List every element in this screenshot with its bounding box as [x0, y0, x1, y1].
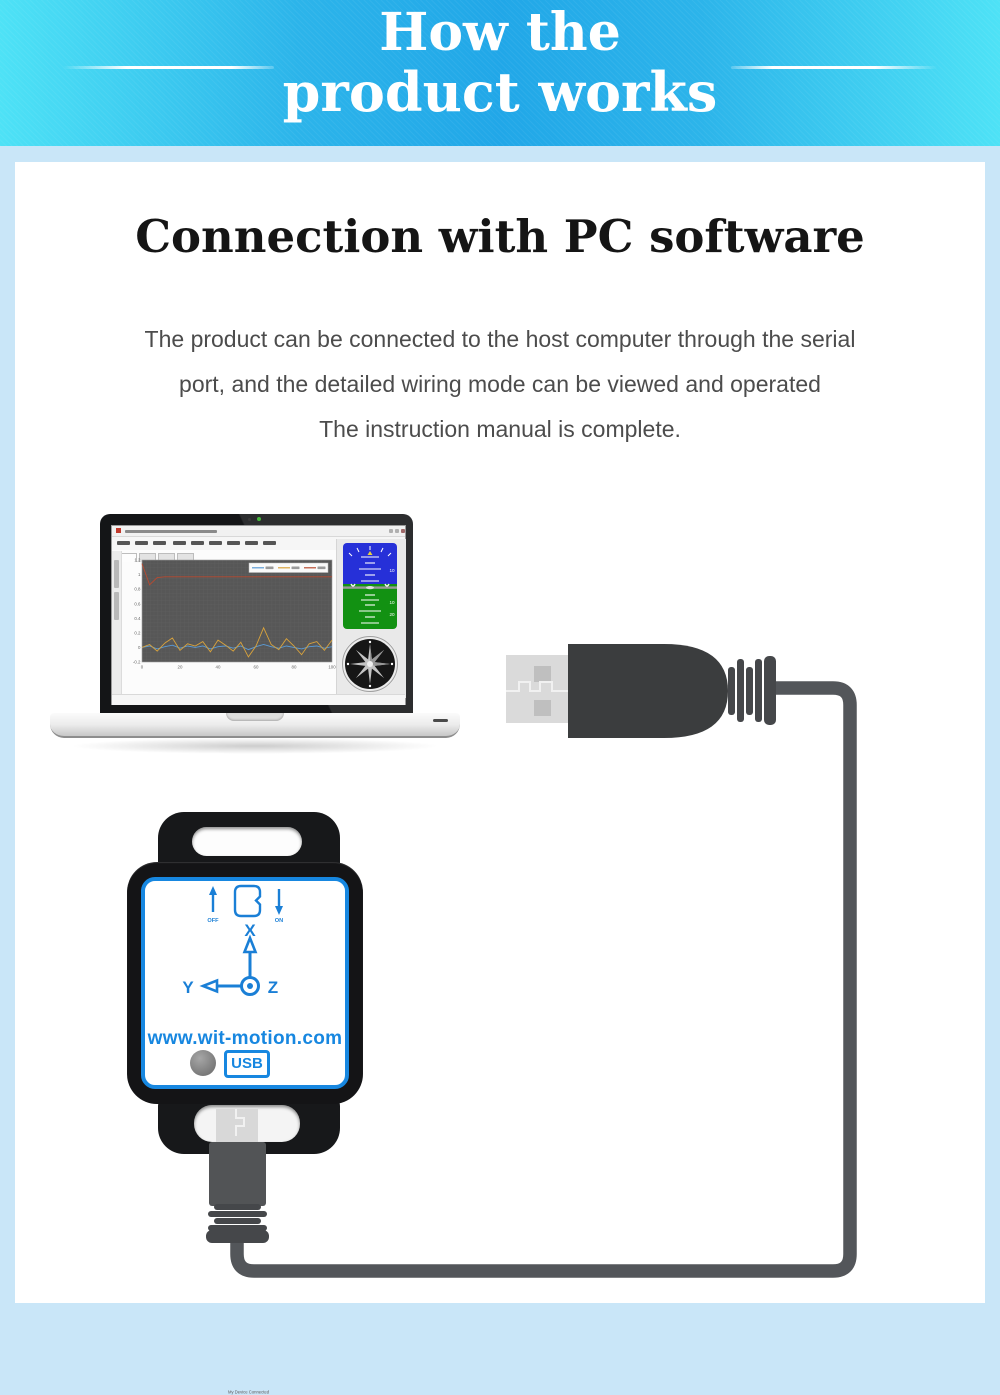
svg-text:-0.2: -0.2: [133, 660, 141, 665]
close-icon: [401, 529, 405, 533]
switch-off-label: OFF: [207, 918, 219, 924]
menu-item-placeholder: [153, 541, 166, 545]
status-bar: My Device Connected: [112, 694, 405, 1395]
maximize-icon: [395, 529, 399, 533]
laptop-shadow: [70, 738, 440, 754]
menu-item-placeholder: [209, 541, 222, 545]
app-icon: [116, 528, 121, 533]
svg-text:1.2: 1.2: [134, 558, 141, 563]
svg-text:40: 40: [216, 665, 221, 670]
laptop-port-dash: [433, 719, 448, 722]
menu-item-placeholder: [245, 541, 258, 545]
svg-text:0.4: 0.4: [134, 616, 141, 621]
svg-text:0.6: 0.6: [134, 601, 141, 606]
axis-z-label: Z: [268, 978, 278, 997]
menu-item-placeholder: [117, 541, 130, 545]
laptop-lid-notch: [226, 713, 284, 721]
intro-paragraph: The product can be connected to the host…: [0, 317, 1000, 452]
intro-line-3: The instruction manual is complete.: [319, 416, 681, 442]
microphone-dot: [248, 518, 251, 521]
menu-item-placeholder: [227, 541, 240, 545]
compass: [341, 635, 399, 693]
window-title-text: [125, 530, 217, 533]
banner-decor-line-right: [731, 66, 937, 69]
minimize-icon: [389, 529, 393, 533]
svg-text:0: 0: [138, 645, 141, 650]
view-tab-placeholder: [158, 553, 175, 562]
svg-text:0.8: 0.8: [134, 587, 141, 592]
status-text: My Device Connected: [228, 1390, 270, 1395]
attitude-indicator: 10 10 20: [343, 543, 397, 629]
view-tab-placeholder: [177, 553, 194, 562]
svg-text:0: 0: [141, 665, 144, 670]
svg-text:60: 60: [254, 665, 259, 670]
window-titlebar: [112, 526, 405, 537]
attitude-label-2: 10: [389, 600, 395, 605]
menu-item-placeholder: [173, 541, 186, 545]
axis-y-label: Y: [182, 978, 194, 997]
svg-text:20: 20: [178, 665, 183, 670]
mount-slot-top: [192, 827, 302, 856]
intro-line-1: The product can be connected to the host…: [144, 326, 856, 352]
menu-item-placeholder: [135, 541, 148, 545]
side-tab-strip: [112, 551, 122, 698]
website-label: www.wit-motion.com: [147, 1028, 343, 1049]
usb-port-label: USB: [224, 1050, 270, 1078]
svg-text:1: 1: [138, 572, 141, 577]
svg-text:0.2: 0.2: [134, 630, 141, 635]
banner-decor-line-left: [63, 66, 274, 69]
intro-line-2: port, and the detailed wiring mode can b…: [179, 371, 821, 397]
banner-title-line1: How the: [379, 2, 621, 63]
attitude-label-3: 20: [389, 612, 395, 617]
svg-text:100: 100: [328, 665, 336, 670]
banner-title-line2: product works: [282, 60, 718, 125]
menu-item-placeholder: [191, 541, 204, 545]
power-switch-diagram: OFF ON: [207, 884, 283, 924]
menu-bar: [112, 537, 405, 550]
menu-item-placeholder: [263, 541, 276, 545]
svg-text:80: 80: [292, 665, 297, 670]
side-tab-placeholder: [114, 592, 119, 620]
attitude-label-1: 10: [389, 568, 395, 573]
device-led: [190, 1050, 216, 1076]
section-heading: Connection with PC software: [135, 210, 865, 263]
axis-x-label: X: [244, 922, 256, 940]
axis-diagram: X Y Z: [182, 922, 278, 997]
webcam-icon: [257, 517, 261, 521]
view-tab-placeholder: [139, 553, 156, 562]
side-tab-placeholder: [114, 560, 119, 588]
banner-title: How the product works: [0, 2, 1000, 125]
mount-slot-bottom: [194, 1105, 300, 1142]
header-banner: How the product works: [0, 0, 1000, 146]
